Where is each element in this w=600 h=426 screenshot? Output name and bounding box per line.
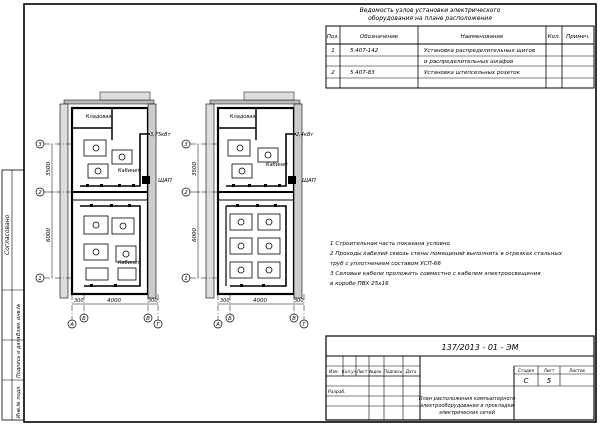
plan-left-axis-col-b: Б: [82, 316, 86, 322]
plan-right-axis-row-2: 2: [184, 190, 188, 196]
plan-left-dim-small-right: 300: [148, 298, 158, 304]
stamp-inv-original: Инв.№ подл.: [16, 385, 22, 418]
plan-right-dim-span: 4000: [253, 298, 267, 304]
plan-left-axis-row-2: 2: [38, 190, 42, 196]
stamp-inv-replace: Взам. инв.№: [16, 304, 22, 336]
tb-description-line2: электрооборудования и прокладки: [420, 403, 514, 409]
table-header-pos: Поз.: [327, 34, 339, 40]
plan-left-axis-col-g: Г: [156, 322, 160, 328]
note-2-cont: труб с уплотнением составом УСП-66: [330, 261, 441, 267]
plan-right-axis-col-b: Б: [228, 316, 232, 322]
plan-right-dim-small-left: 300: [220, 298, 230, 304]
table-row1-pos: 1: [331, 48, 335, 54]
side-stamp: Согласовано Инв.№ подл. Подпись и дата В…: [1, 169, 25, 421]
title-block: 137/2013 - 01 - ЭМ Изм. Кол.уч Лист №док…: [325, 335, 595, 421]
plan-left-walls: [70, 106, 150, 296]
table-row1-name-line2: и распределительных шкафов: [424, 59, 513, 65]
note-3-cont: в коробе ПВХ 25х16: [330, 281, 389, 287]
plan-right-panel-label: ЩАП: [302, 178, 316, 184]
table-header-name: Наименование: [461, 34, 504, 40]
table-title-line1: Ведомость узлов установки электрического: [360, 7, 501, 14]
stamp-signature-date: Подпись и дата: [16, 337, 22, 378]
table-row2-pos: 2: [331, 70, 335, 76]
table-header-note: Примеч.: [566, 34, 590, 40]
general-notes: 1 Строительная часть показана условно 2 …: [330, 241, 563, 287]
stamp-agreed: Согласовано: [4, 214, 11, 255]
plan-left-axis-row-3: 3: [38, 142, 42, 148]
table-header-code: Обозначение: [360, 34, 399, 40]
plan-right-power: 2,4кВт: [296, 132, 314, 138]
equipment-table: Ведомость узлов установки электрического…: [325, 7, 595, 89]
tb-sheet-header: Лист: [543, 368, 555, 373]
plan-right-room-right: Кабинет: [266, 162, 289, 168]
plan-left-axis-col-a: А: [69, 322, 74, 328]
table-row2-code: 5.407-83: [350, 70, 375, 76]
table-row1-code: 5.407-142: [350, 48, 379, 54]
plan-right-axis-col-v: В: [292, 316, 296, 322]
plan-right-dim-bottom: 6000: [192, 228, 198, 242]
tb-col-kolych: Кол.уч: [342, 369, 357, 374]
plan-left-dim-top: 3500: [46, 162, 52, 176]
tb-sheet-value: 5: [547, 377, 552, 385]
tb-author-label: Разраб.: [328, 389, 346, 395]
table-row1-name-line1: Установка распределительных щитов: [424, 48, 535, 54]
floor-plan-right: ЩАП 2,4кВт Кладовая Кабинет 3 2 1 А Б В …: [181, 91, 316, 329]
table-header-qty: Кол.: [548, 34, 561, 40]
plan-left-axis-row-1: 1: [38, 276, 42, 282]
plan-left-room-bottom: Кабинет: [118, 260, 141, 266]
tb-col-list: Лист: [356, 369, 368, 374]
note-1: 1 Строительная часть показана условно: [330, 241, 451, 247]
sheet-frame: [23, 3, 597, 423]
plan-right-dim-small-right: 300: [294, 298, 304, 304]
plan-right-axis-row-1: 1: [184, 276, 188, 282]
plan-right-axis-col-a: А: [215, 322, 220, 328]
plan-left-dim-bottom: 6000: [46, 228, 52, 242]
note-3: 3 Силовые кабели проложить совместно с к…: [330, 271, 541, 277]
tb-col-izm: Изм.: [329, 369, 339, 374]
plan-left-dim-span: 4000: [107, 298, 121, 304]
tb-description-line3: электрических сетей: [439, 410, 496, 416]
tb-col-date: Дата: [405, 369, 417, 374]
tb-description-line1: План расположения компьютерного: [419, 396, 516, 402]
note-2: 2 Проходы кабелей сквозь стены помещений…: [330, 251, 563, 257]
table-title-line2: оборудования на плане расположения: [368, 15, 492, 22]
plan-left-room-top: Кладовая: [86, 114, 111, 120]
floor-plan-left: ЩАП 3,75кВт Кладовая Кабинет Кабинет 3 2…: [35, 91, 172, 329]
plan-right-dim-top: 3500: [192, 162, 198, 176]
plan-left-room-right: Кабинет: [118, 168, 141, 174]
table-row2-name-line1: Установка штепсельных розеток: [424, 70, 521, 76]
plan-left-power: 3,75кВт: [150, 132, 172, 138]
tb-sheets-header: Листов: [568, 368, 585, 373]
tb-col-ndok: №док.: [368, 369, 383, 374]
tb-col-signature: Подпись: [384, 369, 403, 374]
plan-left-axis-col-v: В: [146, 316, 150, 322]
plan-right-room-top: Кладовая: [230, 114, 255, 120]
plan-right-axis-col-g: Г: [302, 322, 306, 328]
plan-right-axis-row-3: 3: [184, 142, 188, 148]
tb-stage-value: С: [524, 377, 529, 385]
doc-code: 137/2013 - 01 - ЭМ: [442, 343, 519, 352]
plan-left-panel-label: ЩАП: [158, 178, 172, 184]
plan-left-dim-small-left: 300: [74, 298, 84, 304]
tb-stage-header: Стадия: [518, 368, 535, 373]
